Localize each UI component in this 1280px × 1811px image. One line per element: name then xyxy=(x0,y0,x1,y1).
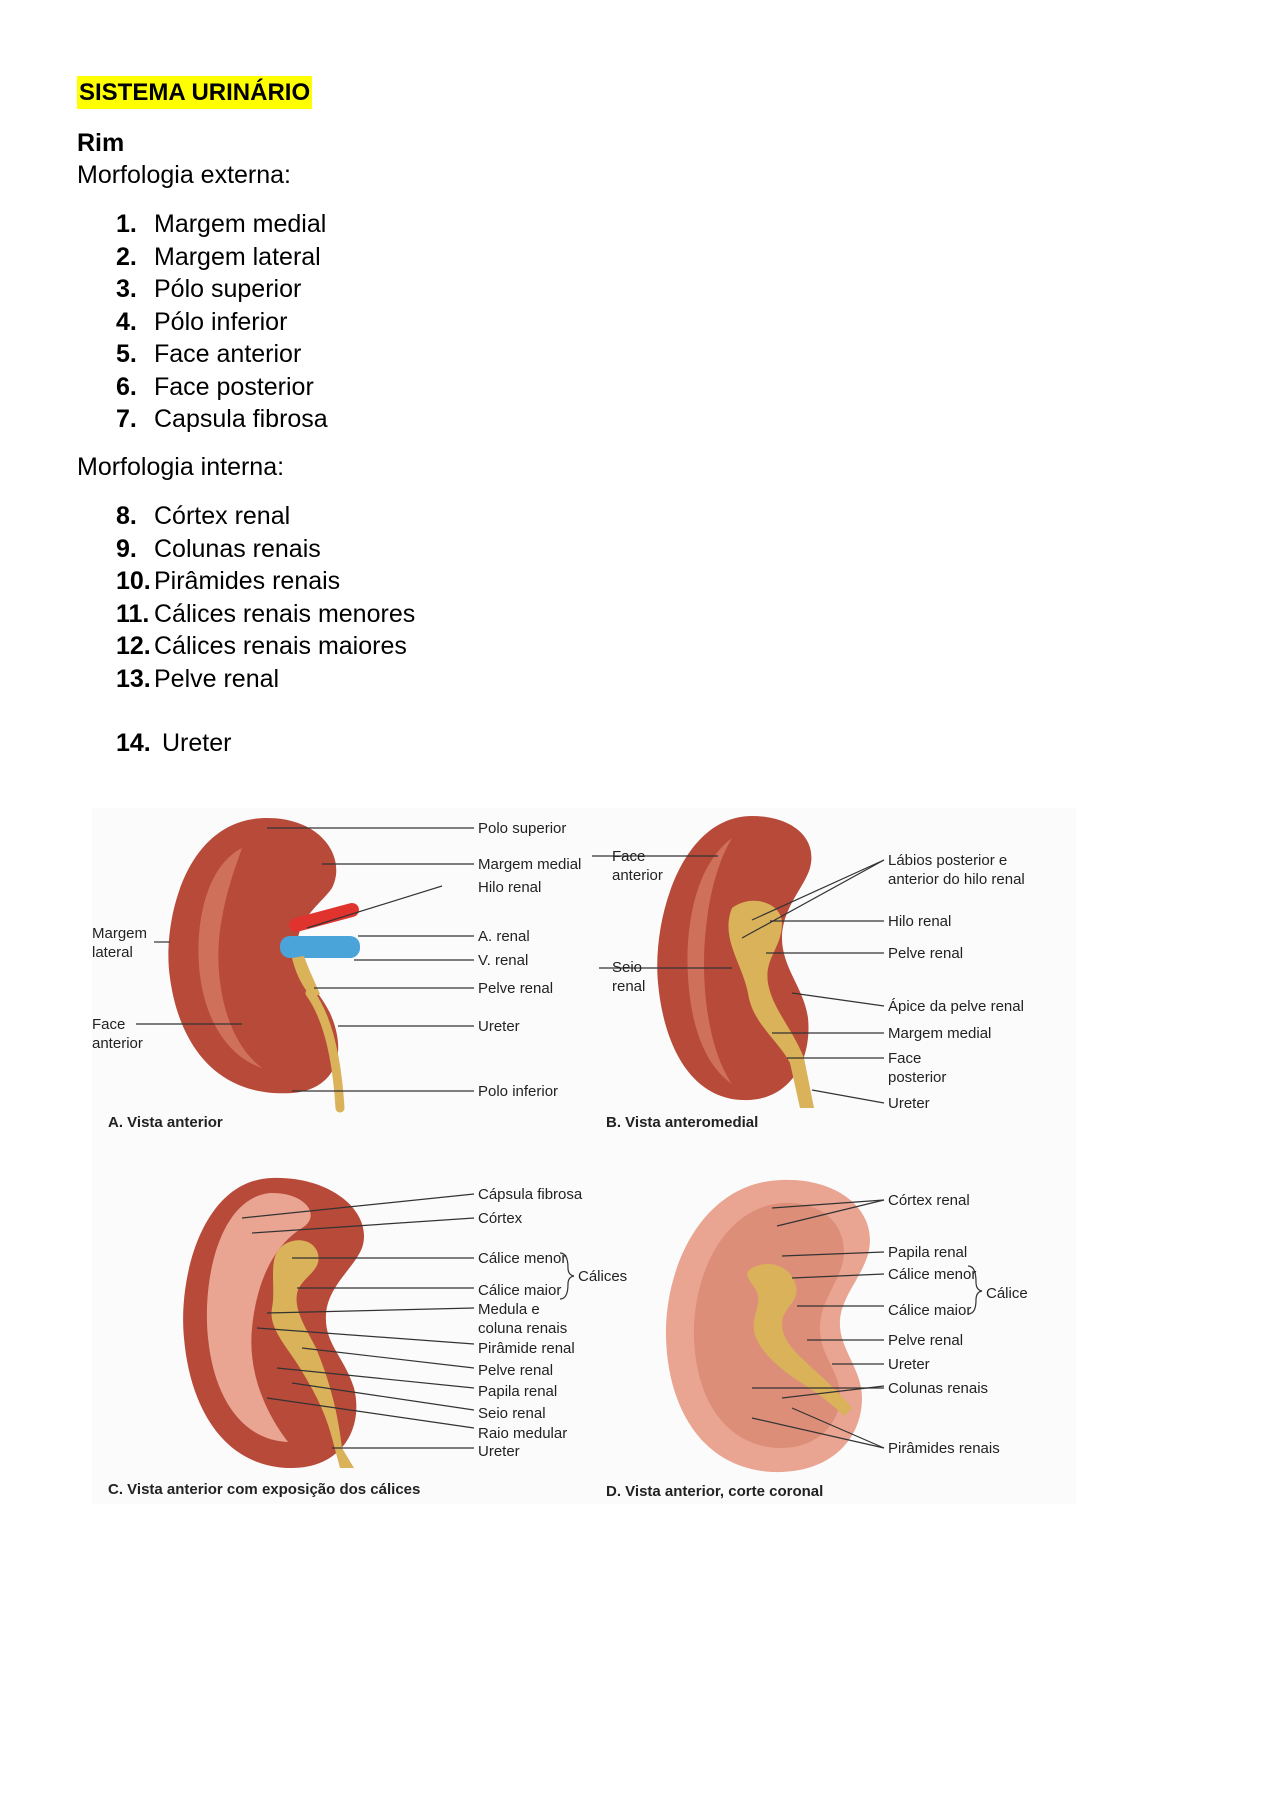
ureter-list: 14.Ureter xyxy=(116,727,231,760)
document-title: SISTEMA URINÁRIO xyxy=(77,76,313,109)
list-item: 5.Face anterior xyxy=(116,340,302,368)
list-item: 7.Capsula fibrosa xyxy=(116,405,328,433)
label-c-calices: Cálices xyxy=(578,1268,627,1285)
label-c-ureter: Ureter xyxy=(478,1443,520,1460)
label-c-cortex: Córtex xyxy=(478,1210,523,1227)
panel-b: Face anterior Seio renal Lábios posterio… xyxy=(592,816,1025,1131)
label-a-margem-lateral-1: Margem xyxy=(92,925,147,942)
list-item: 11.Cálices renais menores xyxy=(116,599,416,628)
label-a-veia-renal: V. renal xyxy=(478,952,528,969)
caption-d: D. Vista anterior, corte coronal xyxy=(606,1483,823,1500)
label-b-seio-1: Seio xyxy=(612,959,642,976)
label-a-polo-inferior: Polo inferior xyxy=(478,1083,558,1100)
list-item: 8.Córtex renal xyxy=(116,502,291,530)
label-c-calice-menor: Cálice menor xyxy=(478,1250,566,1267)
list-item: 3.Pólo superior xyxy=(116,275,302,303)
label-c-medula-2: coluna renais xyxy=(478,1320,567,1337)
panel-c: Cápsula fibrosa Córtex Cálice menor Cáli… xyxy=(108,1177,627,1498)
label-d-colunas: Colunas renais xyxy=(888,1380,988,1397)
label-b-pelve-renal: Pelve renal xyxy=(888,945,963,962)
label-b-seio-2: renal xyxy=(612,978,645,995)
label-c-capsula: Cápsula fibrosa xyxy=(478,1186,583,1203)
label-b-face-anterior-1: Face xyxy=(612,848,645,865)
panel-d: Córtex renal Papila renal Cálice menor C… xyxy=(606,1179,1028,1500)
label-c-calice-maior: Cálice maior xyxy=(478,1282,561,1299)
renal-pelvis-b xyxy=(728,900,814,1108)
label-a-ureter: Ureter xyxy=(478,1018,520,1035)
label-a-face-anterior-2: anterior xyxy=(92,1035,143,1052)
label-b-labios-2: anterior do hilo renal xyxy=(888,871,1025,888)
renal-pelvis-a xyxy=(292,956,320,998)
section-heading: Rim xyxy=(77,129,125,157)
label-d-papila: Papila renal xyxy=(888,1244,967,1261)
label-c-medula-1: Medula e xyxy=(478,1301,540,1318)
caption-c: C. Vista anterior com exposição dos cáli… xyxy=(108,1481,420,1498)
label-b-face-anterior-2: anterior xyxy=(612,867,663,884)
ureter-a xyxy=(305,988,345,1113)
label-d-piramides: Pirâmides renais xyxy=(888,1440,1000,1457)
label-b-hilo-renal: Hilo renal xyxy=(888,913,951,930)
internal-morphology-list: 8.Córtex renal 9.Colunas renais 10.Pirâm… xyxy=(116,500,415,695)
label-d-cortex: Córtex renal xyxy=(888,1192,970,1209)
list-item: 10.Pirâmides renais xyxy=(116,567,341,595)
label-b-labios-1: Lábios posterior e xyxy=(888,852,1007,869)
label-c-pelve: Pelve renal xyxy=(478,1362,553,1379)
label-a-margem-lateral-2: lateral xyxy=(92,944,133,961)
label-d-calice-maior: Cálice maior xyxy=(888,1302,971,1319)
list-item: 4.Pólo inferior xyxy=(116,307,288,336)
label-b-face-posterior-1: Face xyxy=(888,1050,921,1067)
kidney-a-highlight xyxy=(198,848,262,1068)
label-c-papila: Papila renal xyxy=(478,1383,557,1400)
label-b-face-posterior-2: posterior xyxy=(888,1069,946,1086)
internal-morphology-heading: Morfologia interna: xyxy=(77,453,285,481)
list-item: 13.Pelve renal xyxy=(116,664,280,693)
label-d-ureter: Ureter xyxy=(888,1356,930,1373)
label-d-calices: Cálice xyxy=(986,1285,1028,1302)
caption-a: A. Vista anterior xyxy=(108,1114,223,1131)
label-c-piramide: Pirâmide renal xyxy=(478,1340,575,1357)
list-item: 6.Face posterior xyxy=(116,372,314,401)
cortex-c xyxy=(206,1192,311,1442)
kidney-illustration: Polo superior Margem medial Hilo renal A… xyxy=(92,808,1076,1504)
renal-artery-a xyxy=(288,902,359,932)
kidney-b-highlight xyxy=(687,838,732,1084)
label-b-ureter: Ureter xyxy=(888,1095,930,1112)
calyces-d xyxy=(747,1264,852,1416)
kidney-anatomy-figure: Polo superior Margem medial Hilo renal A… xyxy=(92,808,1076,1504)
calyces-c xyxy=(271,1240,354,1468)
caption-b: B. Vista anteromedial xyxy=(606,1114,758,1131)
external-morphology-list: 1.Margem medial 2.Margem lateral 3.Pólo … xyxy=(116,208,328,436)
list-item: 1.Margem medial xyxy=(116,210,327,238)
list-item: 14.Ureter xyxy=(116,729,232,757)
list-item: 12.Cálices renais maiores xyxy=(116,632,407,660)
label-a-margem-medial: Margem medial xyxy=(478,856,581,873)
label-a-polo-superior: Polo superior xyxy=(478,820,566,837)
list-item: 9.Colunas renais xyxy=(116,534,321,563)
label-c-raio: Raio medular xyxy=(478,1425,567,1442)
label-d-calice-menor: Cálice menor xyxy=(888,1266,976,1283)
label-a-face-anterior-1: Face xyxy=(92,1016,125,1033)
label-a-arteria-renal: A. renal xyxy=(478,928,530,945)
label-a-hilo-renal: Hilo renal xyxy=(478,879,541,896)
external-morphology-heading: Morfologia externa: xyxy=(77,161,292,189)
label-b-apice: Ápice da pelve renal xyxy=(888,998,1024,1015)
label-b-margem-medial: Margem medial xyxy=(888,1025,991,1042)
list-item: 2.Margem lateral xyxy=(116,242,321,271)
label-d-pelve: Pelve renal xyxy=(888,1332,963,1349)
label-a-pelve-renal: Pelve renal xyxy=(478,980,553,997)
renal-vein-a xyxy=(280,936,360,958)
panel-a: Polo superior Margem medial Hilo renal A… xyxy=(92,818,581,1131)
label-c-seio: Seio renal xyxy=(478,1405,546,1422)
